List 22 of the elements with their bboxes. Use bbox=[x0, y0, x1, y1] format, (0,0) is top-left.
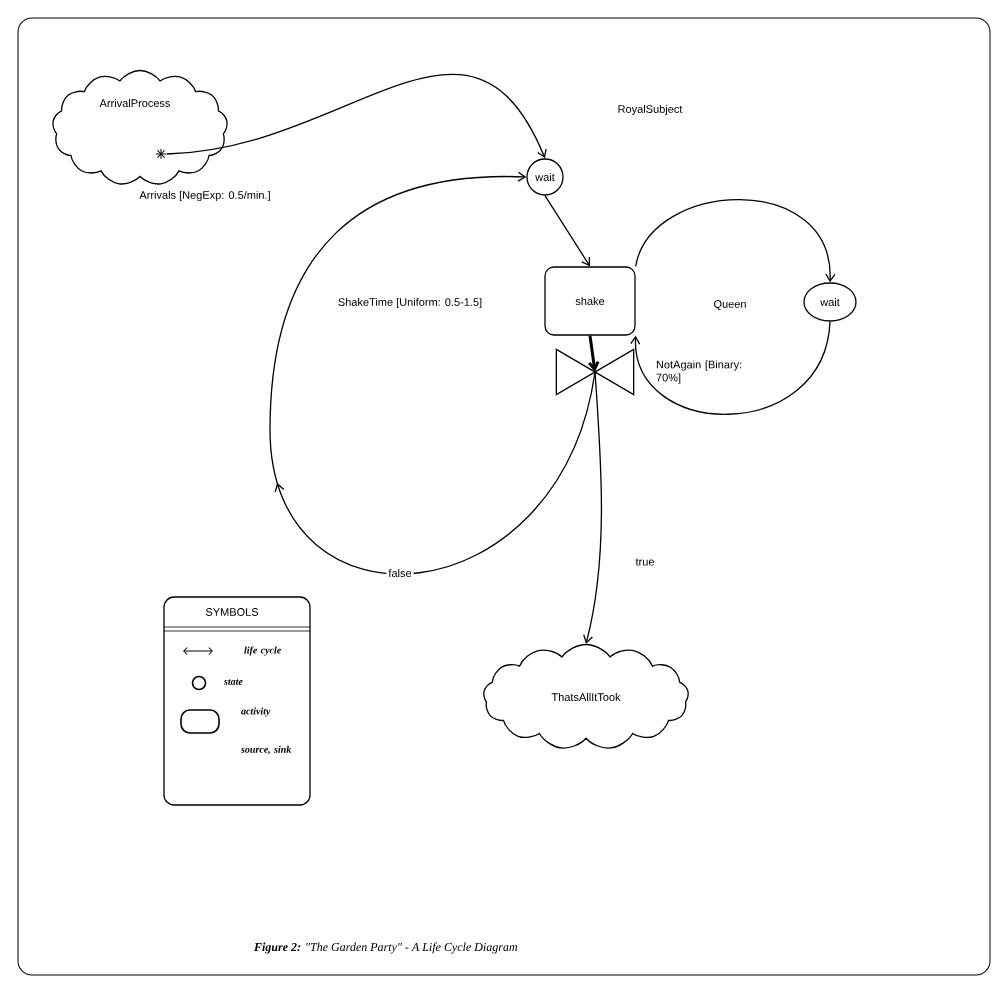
edge-label: true bbox=[633, 556, 657, 568]
lifecycle-label: ShakeTime [Uniform: 0.5-1.5] bbox=[338, 297, 482, 309]
activity-box: shake bbox=[544, 266, 636, 336]
caption: Figure 2: "The Garden Party" - A Life Cycle Diagram bbox=[253, 942, 518, 954]
node-caption: Arrivals [NegExp: 0.5/min.] bbox=[139, 190, 270, 202]
arrow bbox=[166, 73, 547, 159]
node-caption: NotAgain [Binary: 70%] bbox=[656, 360, 742, 384]
arrow bbox=[583, 371, 603, 644]
arrow bbox=[269, 171, 596, 574]
lifecycle-label: Queen bbox=[714, 300, 746, 310]
asterisk-mark bbox=[155, 148, 167, 160]
legend-text: life cycle bbox=[244, 646, 281, 656]
legend-text: source, sink bbox=[240, 745, 292, 755]
legend-text: state bbox=[223, 679, 243, 685]
decision-bowtie bbox=[555, 348, 635, 396]
arrow bbox=[544, 195, 591, 267]
lifecycle-label: RoyalSubject bbox=[618, 104, 683, 116]
edge-label: false bbox=[386, 566, 414, 580]
arrow bbox=[588, 335, 600, 372]
arrow bbox=[635, 198, 836, 283]
arrow bbox=[630, 321, 831, 415]
legend-text: activity bbox=[241, 707, 271, 717]
